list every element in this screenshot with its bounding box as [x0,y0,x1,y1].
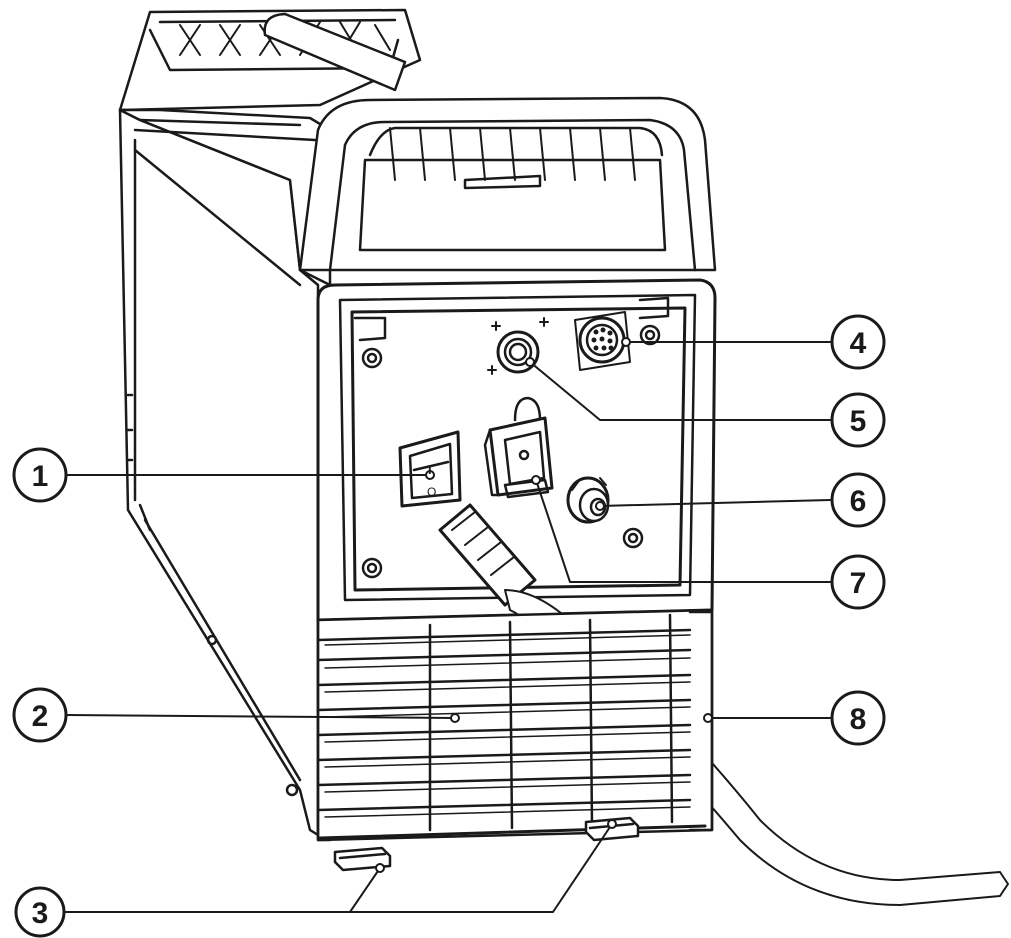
leader-dots [375,337,713,873]
callout-8: 8 [830,690,886,746]
screw-top-right [639,324,661,346]
vent-grille [316,608,714,842]
screw-bottom-left [361,557,383,579]
callout-6: 6 [830,472,886,528]
callout-7-number: 7 [850,567,867,600]
housing-side [118,108,320,837]
round-connector-large [566,476,610,524]
foot-left [333,846,392,872]
callout-1: 1 [12,447,68,503]
screw-top-left [361,347,383,369]
callout-2-number: 2 [32,700,49,733]
leader-lines [65,341,831,913]
callout-8-number: 8 [850,703,867,736]
callout-4-number: 4 [850,327,867,360]
screw-bottom-right [622,527,644,549]
callout-6-number: 6 [850,485,867,518]
switch-on-mark: I [428,462,432,477]
callout-1-number: 1 [32,460,49,493]
callout-3-number: 3 [32,897,49,930]
callouts: 1 2 3 4 5 6 7 8 [12,314,886,938]
callout-3: 3 [14,886,66,938]
rear-handle [118,8,422,112]
callout-4: 4 [830,314,886,370]
front-handle [298,96,717,272]
callout-5: 5 [830,392,886,448]
switch-off-mark: O [427,485,436,499]
callout-7: 7 [830,554,886,610]
callout-2: 2 [12,687,68,743]
panel-screws [361,324,661,579]
callout-5-number: 5 [850,405,867,438]
